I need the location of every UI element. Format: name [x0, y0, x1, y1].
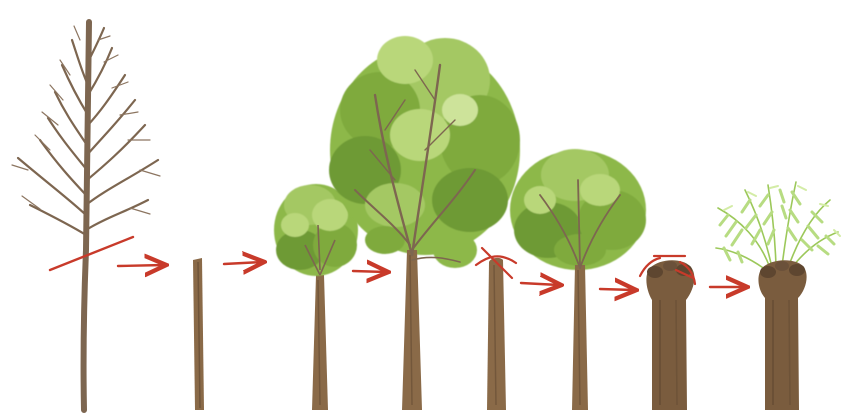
medium-tree-icon	[510, 149, 646, 410]
bare-tree-icon	[12, 22, 160, 410]
cut-trunk-icon	[476, 248, 516, 410]
arrow-icon	[521, 283, 559, 285]
stem-icon	[193, 258, 204, 410]
pollard-shoots-icon	[716, 182, 840, 410]
arrow-icon	[353, 271, 386, 272]
pollard-icon	[640, 256, 695, 410]
small-tree-icon	[274, 184, 358, 410]
arrow-icon	[224, 262, 262, 264]
arrow-icon	[600, 289, 634, 290]
arrow-icon	[118, 265, 164, 266]
